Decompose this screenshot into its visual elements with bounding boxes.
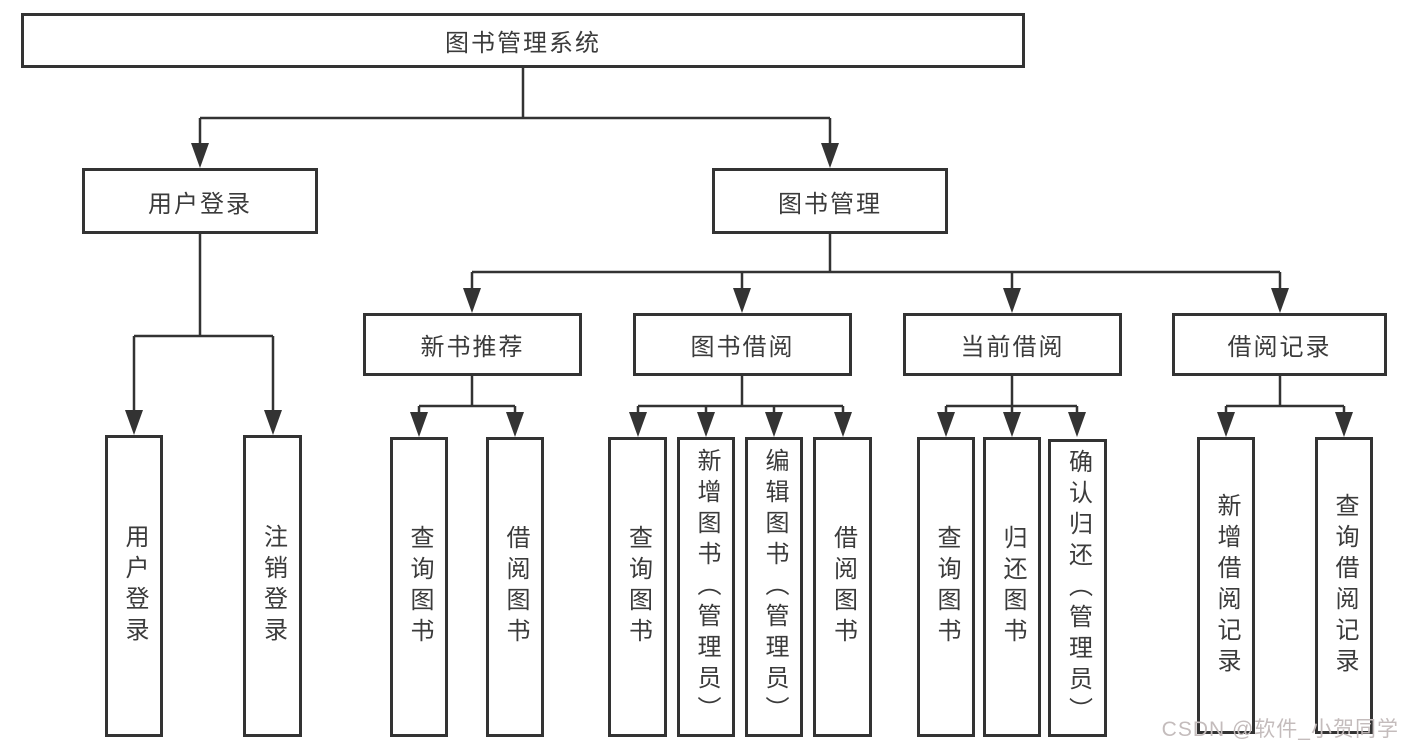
leaf-user-login: 用户登录	[105, 435, 163, 737]
leaf-logout: 注销登录	[243, 435, 302, 737]
leaf-add-book-admin: 新增图书（管理员）	[677, 437, 735, 737]
leaf-edit-book-admin: 编辑图书（管理员）	[745, 437, 803, 737]
node-label: 新书推荐	[420, 334, 525, 361]
node-root-system: 图书管理系统	[21, 13, 1025, 68]
leaf-query-books-2: 查询图书	[608, 437, 667, 737]
node-label: 当前借阅	[960, 334, 1065, 361]
leaf-label: 查询图书	[406, 525, 433, 649]
node-user-login-branch: 用户登录	[82, 168, 318, 234]
leaf-label: 注销登录	[259, 524, 287, 648]
leaf-label: 确认归还（管理员）	[1064, 448, 1092, 728]
leaf-query-books-3: 查询图书	[917, 437, 975, 737]
leaf-label: 归还图书	[999, 525, 1026, 649]
node-label: 图书借阅	[690, 334, 795, 361]
node-book-borrowing: 图书借阅	[633, 313, 852, 376]
leaf-label: 查询图书	[624, 525, 652, 649]
leaf-label: 查询图书	[933, 525, 960, 649]
node-root-label: 图书管理系统	[445, 30, 601, 57]
leaf-label: 编辑图书（管理员）	[761, 447, 788, 727]
leaf-query-borrow-record: 查询借阅记录	[1315, 437, 1373, 734]
leaf-label: 借阅图书	[829, 525, 857, 649]
leaf-label: 用户登录	[121, 524, 148, 648]
node-current-borrowing: 当前借阅	[903, 313, 1122, 376]
node-new-book-recommend: 新书推荐	[363, 313, 582, 376]
csdn-watermark: CSDN @软件_小贺同学	[1161, 718, 1399, 741]
leaf-label: 新增图书（管理员）	[693, 447, 720, 727]
leaf-label: 借阅图书	[502, 525, 529, 649]
node-label: 借阅记录	[1227, 334, 1332, 361]
leaf-label: 新增借阅记录	[1213, 492, 1240, 679]
node-label: 图书管理	[778, 190, 882, 218]
node-label: 用户登录	[148, 190, 252, 218]
leaf-borrow-books-2: 借阅图书	[813, 437, 872, 737]
leaf-confirm-return-admin: 确认归还（管理员）	[1048, 439, 1107, 737]
leaf-borrow-books-1: 借阅图书	[486, 437, 544, 737]
leaf-return-book: 归还图书	[983, 437, 1041, 737]
leaf-label: 查询借阅记录	[1331, 492, 1358, 679]
node-borrowing-records: 借阅记录	[1172, 313, 1387, 376]
leaf-add-borrow-record: 新增借阅记录	[1197, 437, 1255, 734]
node-book-management-branch: 图书管理	[712, 168, 948, 234]
leaf-query-books-1: 查询图书	[390, 437, 448, 737]
